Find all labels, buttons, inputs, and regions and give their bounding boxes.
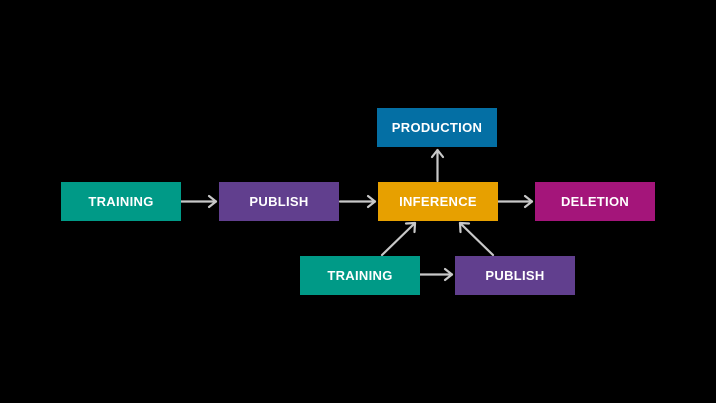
- node-publish-1-label: PUBLISH: [249, 194, 309, 209]
- edge-inference-to-production: [430, 148, 445, 183]
- node-inference: INFERENCE: [378, 182, 498, 221]
- node-training-2: TRAINING: [300, 256, 420, 295]
- edge-training-2-to-publish-2: [418, 267, 454, 282]
- node-publish-1: PUBLISH: [219, 182, 339, 221]
- edge-publish-2-to-inference: [458, 221, 495, 257]
- node-training-2-label: TRAINING: [327, 268, 393, 283]
- node-production: PRODUCTION: [377, 108, 497, 147]
- node-publish-2: PUBLISH: [455, 256, 575, 295]
- node-training-1: TRAINING: [61, 182, 181, 221]
- edge-training-2-to-inference: [380, 221, 417, 257]
- node-deletion: DELETION: [535, 182, 655, 221]
- node-publish-2-label: PUBLISH: [485, 268, 545, 283]
- node-inference-label: INFERENCE: [399, 194, 477, 209]
- node-production-label: PRODUCTION: [391, 120, 483, 135]
- edge-inference-to-deletion: [496, 194, 534, 209]
- node-deletion-label: DELETION: [560, 194, 630, 209]
- node-training-1-label: TRAINING: [88, 194, 154, 209]
- edge-publish-1-to-inference: [338, 194, 377, 209]
- edge-training-1-to-publish-1: [179, 194, 218, 209]
